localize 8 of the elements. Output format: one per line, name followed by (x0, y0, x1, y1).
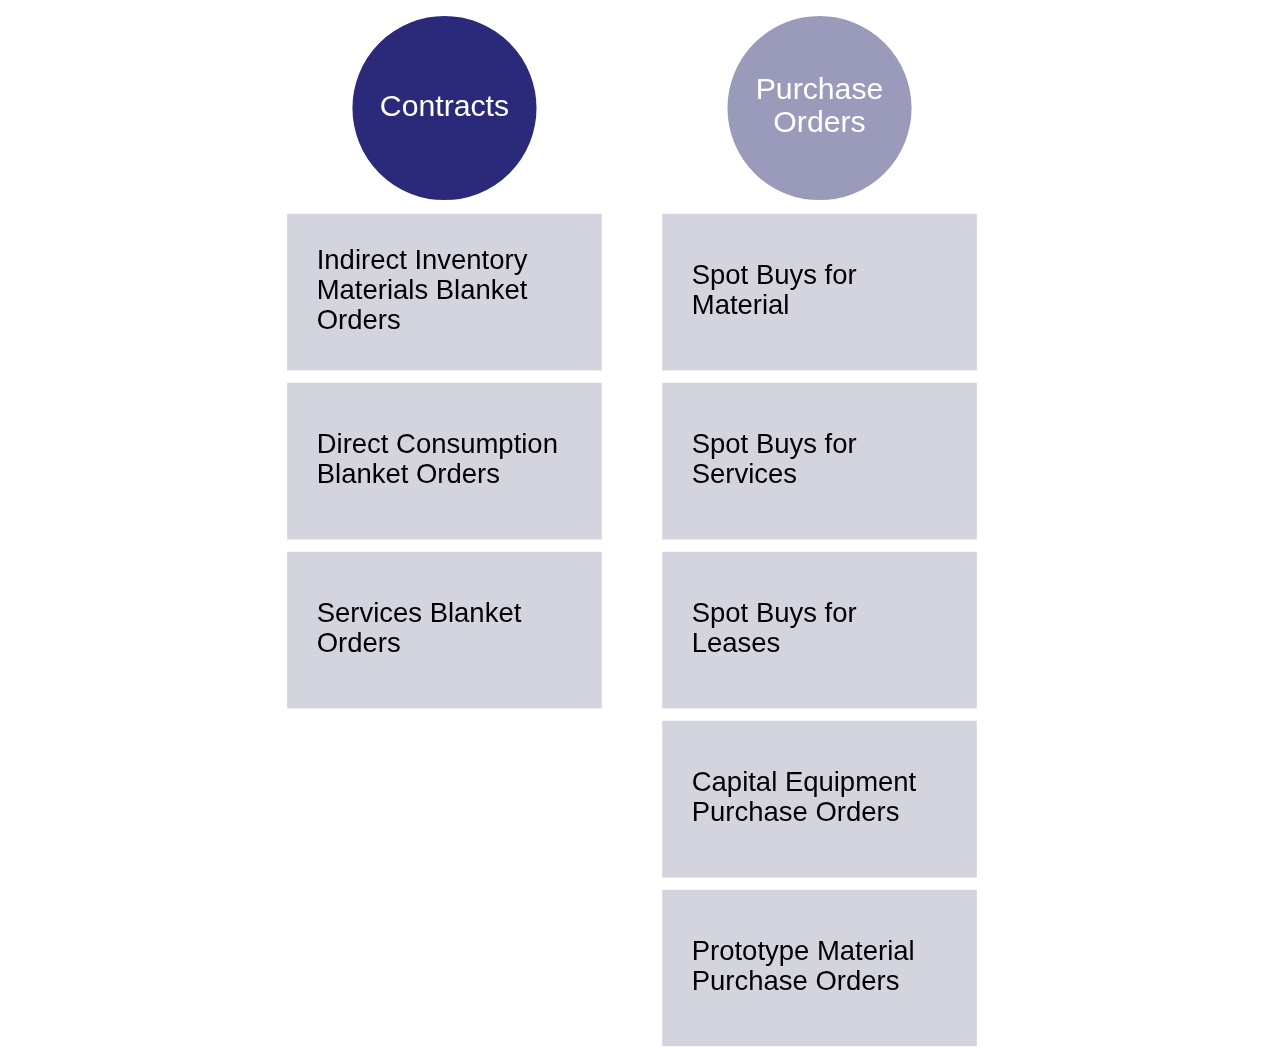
node-box: Spot Buys for Leases (660, 550, 978, 710)
node-box: Capital Equipment Purchase Orders (660, 719, 978, 879)
node-box: Direct Consumption Blanket Orders (285, 381, 603, 541)
node-box: Spot Buys for Material (660, 212, 978, 372)
node-box: Spot Buys for Services (660, 381, 978, 541)
node-box: Indirect Inventory Materials Blanket Orders (285, 212, 603, 372)
node-box: Prototype Material Purchase Orders (660, 888, 978, 1048)
node-box: Services Blanket Orders (285, 550, 603, 710)
